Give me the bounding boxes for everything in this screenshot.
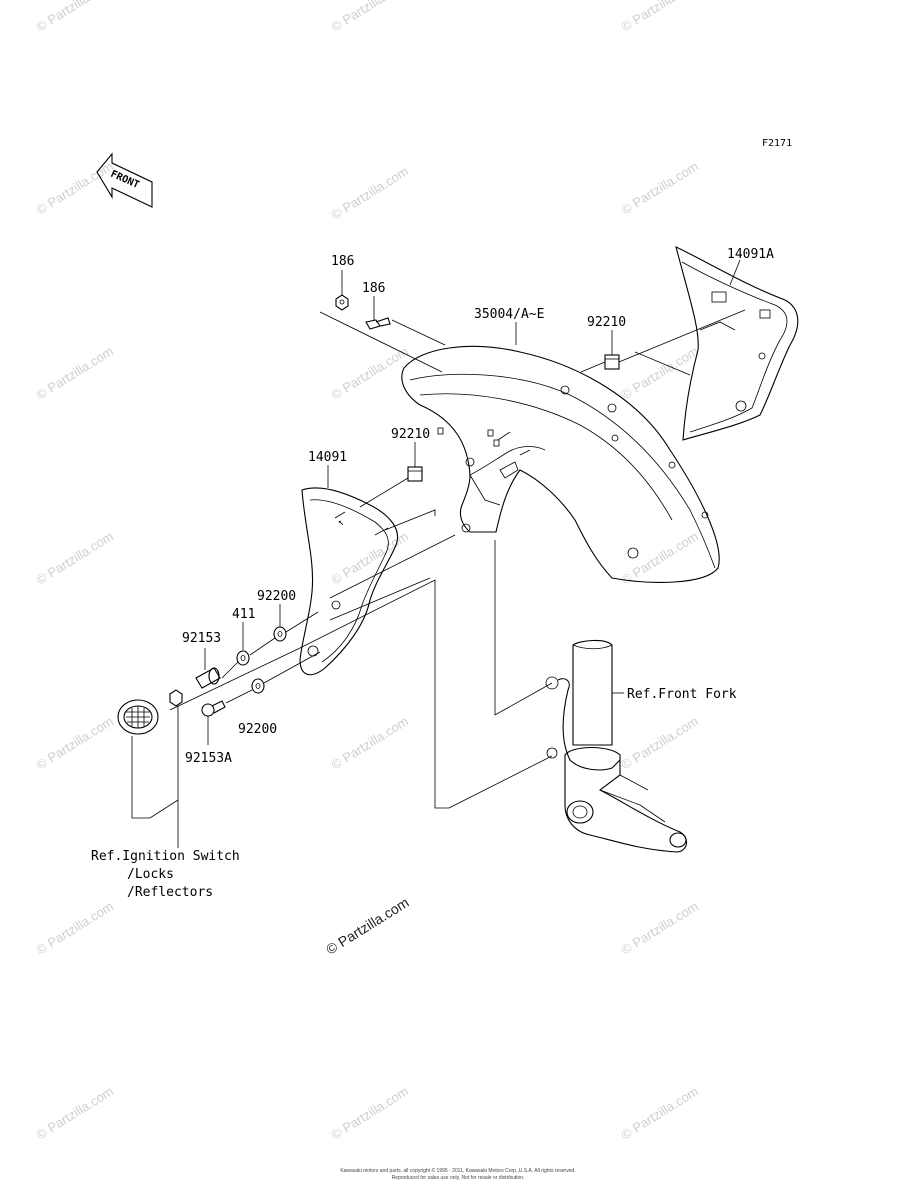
watermark: © Partzilla.com [34, 158, 116, 217]
watermark-layer: © Partzilla.com © Partzilla.com © Partzi… [34, 0, 701, 1143]
washer-411 [236, 650, 250, 666]
part-labels: 186 186 35004/A~E 92210 14091A 92210 140… [182, 247, 774, 766]
label-186-upper: 186 [331, 254, 354, 269]
label-92153A: 92153A [185, 751, 232, 766]
front-arrow-icon: FRONT [96, 152, 153, 208]
bolt-92153A [201, 700, 226, 717]
ref-ignition-line2: /Locks [127, 867, 174, 882]
watermark: © Partzilla.com [329, 528, 411, 587]
label-186-lower: 186 [362, 281, 385, 296]
diagram-code: F2171 [762, 138, 792, 149]
bolt-186-upper [335, 294, 349, 311]
nut-92210-upper [604, 354, 620, 370]
watermark: © Partzilla.com [34, 528, 116, 587]
label-14091: 14091 [308, 450, 347, 465]
ref-front-fork: Ref.Front Fork [627, 687, 737, 702]
watermark: © Partzilla.com [34, 713, 116, 772]
washer-92200-upper [273, 626, 287, 642]
reflector [117, 699, 159, 735]
leader-lines [131, 259, 746, 848]
ref-ignition-line3: /Reflectors [127, 885, 213, 900]
bolt-186-lower [365, 317, 391, 330]
watermark: © Partzilla.com [619, 0, 701, 35]
watermark: © Partzilla.com [619, 713, 701, 772]
nut-small [169, 689, 183, 707]
washer-92200-lower [251, 678, 265, 694]
ref-ignition-line1: Ref.Ignition Switch [91, 849, 240, 864]
front-fork [545, 639, 688, 853]
bolt-92153 [195, 667, 221, 689]
watermark-prominent: © Partzilla.com [323, 894, 411, 958]
label-92200-upper: 92200 [257, 589, 296, 604]
watermark: © Partzilla.com [34, 1083, 116, 1142]
watermark: © Partzilla.com [329, 0, 411, 35]
label-35004: 35004/A~E [474, 307, 544, 322]
front-label: FRONT [109, 169, 141, 191]
watermark: © Partzilla.com [619, 898, 701, 957]
label-92200-lower: 92200 [238, 722, 277, 737]
watermark: © Partzilla.com [329, 713, 411, 772]
watermark: © Partzilla.com [34, 0, 116, 35]
watermark: © Partzilla.com [34, 343, 116, 402]
nut-92210-lower [407, 466, 423, 482]
watermark: © Partzilla.com [619, 1083, 701, 1142]
front-fender [401, 345, 720, 583]
cover-mark-icon: ↖ [338, 517, 344, 528]
watermark: © Partzilla.com [329, 1083, 411, 1142]
watermark: © Partzilla.com [329, 163, 411, 222]
watermark: © Partzilla.com [34, 898, 116, 957]
label-92210-upper: 92210 [587, 315, 626, 330]
footer-notice: Reproduced for sales use only. Not for r… [392, 1175, 525, 1181]
label-92153: 92153 [182, 631, 221, 646]
footer-copyright: Kawasaki motors and parts, all copyright… [340, 1167, 575, 1174]
label-92210-lower: 92210 [391, 427, 430, 442]
label-411: 411 [232, 607, 255, 622]
right-side-cover [675, 246, 799, 441]
label-14091A: 14091A [727, 247, 774, 262]
watermark: © Partzilla.com [329, 343, 411, 402]
watermark: © Partzilla.com [619, 158, 701, 217]
left-side-cover: ↖ [299, 487, 398, 676]
reference-labels: Ref.Front Fork Ref.Ignition Switch /Lock… [91, 687, 737, 900]
